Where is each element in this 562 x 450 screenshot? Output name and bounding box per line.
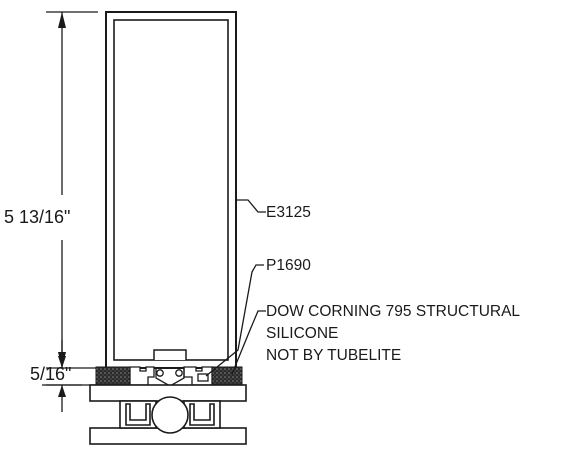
gasket-pocket [197,373,209,382]
screw-boss [151,396,189,434]
tube-outer-wall [105,11,237,369]
callout-leaders [205,199,266,377]
callout-silicone-line1: DOW CORNING 795 STRUCTURAL [266,303,520,320]
silicone-bead-left [95,366,131,386]
right-web-inner [189,403,215,426]
callout-silicone-line2: SILICONE [266,325,338,342]
gasket-left [129,366,155,386]
height-dimension [46,11,100,369]
height-dimension-label: 5 13/16" [4,207,70,227]
arrowhead-top [58,12,66,28]
tube-profile [105,11,237,369]
gasket-bulb-right [175,369,183,377]
leader-p1690 [205,264,264,377]
gasket-p1690 [129,366,213,386]
leader-e3125 [236,199,266,213]
gasket-bulb-left [156,369,164,377]
mullion-base [89,384,247,445]
callout-silicone-line3: NOT BY TUBELITE [266,347,401,364]
callout-e3125: E3125 [266,204,311,221]
sealant-dimension-whole: 5/ [30,364,45,384]
structural-silicone [95,366,243,386]
arrowhead-up [58,385,66,397]
sealant-dimension-fraction: 16" [45,364,71,384]
leader-silicone [231,310,266,375]
arrowhead-down [58,356,66,368]
callout-p1690: P1690 [266,257,311,274]
silicone-bead-right [211,366,243,386]
tube-tongue [153,349,187,360]
left-web-inner [125,403,151,426]
